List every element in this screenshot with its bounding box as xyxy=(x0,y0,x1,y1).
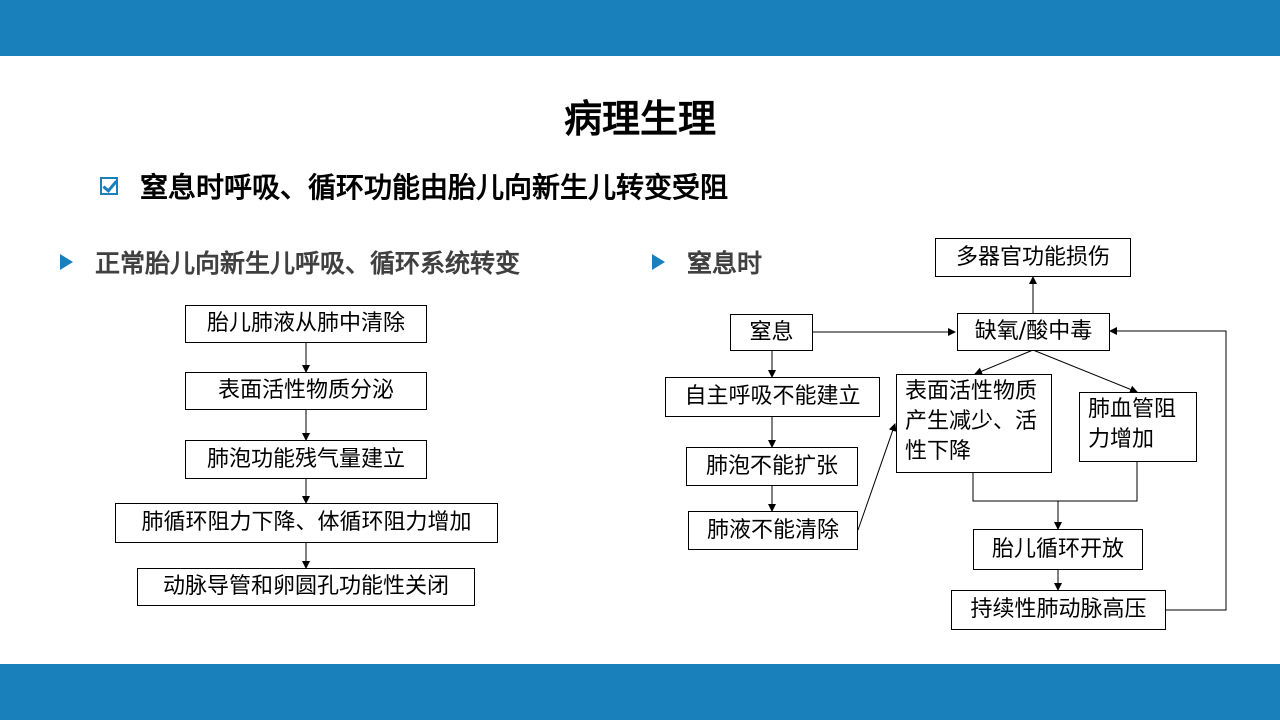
section-normal: 正常胎儿向新生儿呼吸、循环系统转变 xyxy=(60,244,520,280)
box-surfactant: 表面活性物质产生减少、活性下降 xyxy=(896,374,1052,473)
flow-left-box-1: 胎儿肺液从肺中清除 xyxy=(185,305,427,343)
box-multi-organ: 多器官功能损伤 xyxy=(935,238,1131,277)
flow-left-box-5: 动脉导管和卵圆孔功能性关闭 xyxy=(137,568,475,606)
section-asphyxia-heading: 窒息时 xyxy=(687,249,763,278)
subtitle: 窒息时呼吸、循环功能由胎儿向新生儿转变受阻 xyxy=(100,166,728,206)
flow-left-box-2: 表面活性物质分泌 xyxy=(185,372,427,410)
arrow-hypoxia-resist xyxy=(1032,349,1138,394)
flow-left-box-4: 肺循环阻力下降、体循环阻力增加 xyxy=(115,503,498,543)
subtitle-text: 窒息时呼吸、循环功能由胎儿向新生儿转变受阻 xyxy=(140,171,729,204)
box-pulm-resist: 肺血管阻力增加 xyxy=(1079,392,1197,462)
arrow-bullet-icon xyxy=(60,254,73,270)
arrow-bullet-icon xyxy=(652,254,665,270)
box-asphyxia: 窒息 xyxy=(730,314,813,351)
slide-title: 病理生理 xyxy=(563,97,716,141)
box-fetal-circ: 胎儿循环开放 xyxy=(973,529,1143,570)
arrow-pphn-feedback xyxy=(1109,327,1227,611)
box-alveoli: 肺泡不能扩张 xyxy=(686,447,858,486)
merge-line xyxy=(972,461,1138,502)
bottom-band xyxy=(0,664,1280,720)
box-pphn: 持续性肺动脉高压 xyxy=(951,590,1166,630)
arrow-hypoxia-surfactant xyxy=(974,349,1034,376)
top-band xyxy=(0,0,1280,56)
section-asphyxia: 窒息时 xyxy=(652,244,762,280)
box-no-breath: 自主呼吸不能建立 xyxy=(665,377,880,417)
box-lung-fluid: 肺液不能清除 xyxy=(688,511,858,550)
checkbox-icon xyxy=(100,177,118,195)
box-hypoxia: 缺氧/酸中毒 xyxy=(957,313,1110,351)
section-normal-heading: 正常胎儿向新生儿呼吸、循环系统转变 xyxy=(95,249,521,278)
flow-left-box-3: 肺泡功能残气量建立 xyxy=(185,440,427,479)
arrow-fluid-surfactant xyxy=(857,423,897,531)
